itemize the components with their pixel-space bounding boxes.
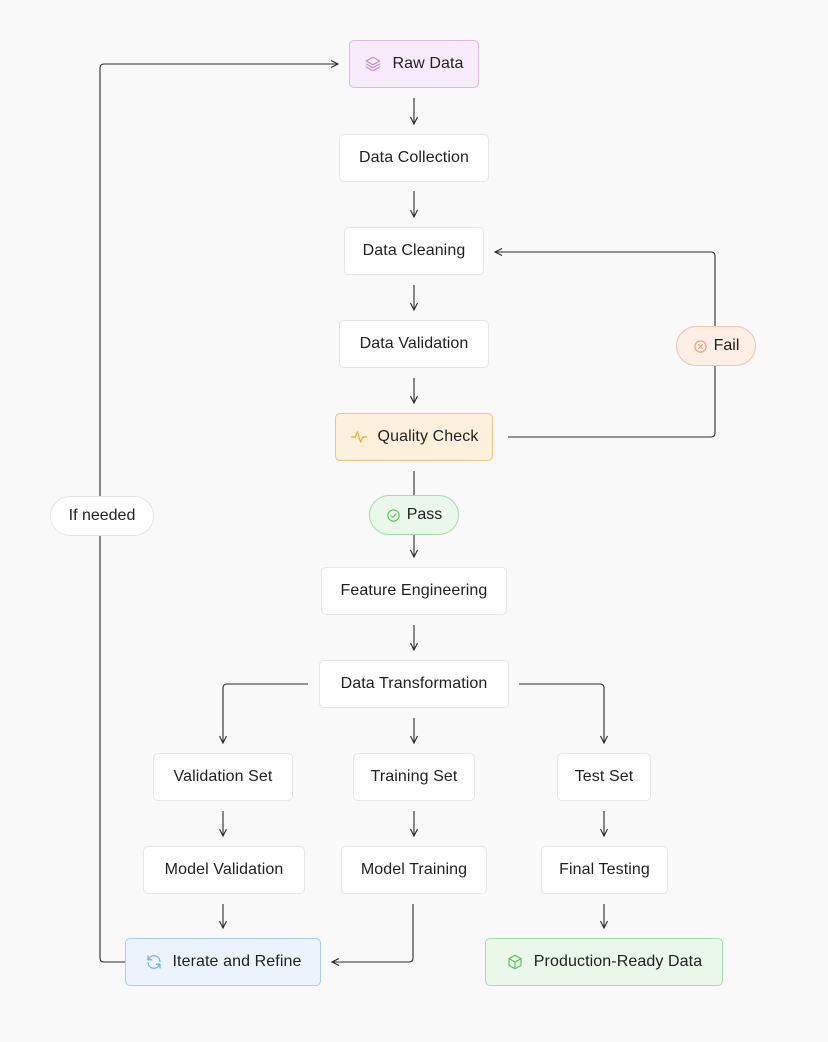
node-test-set-label: Test Set — [574, 768, 634, 785]
node-test-set[interactable]: Test Set — [557, 753, 651, 801]
node-feature-engineering-label: Feature Engineering — [340, 582, 488, 599]
edge-label-if-needed: If needed — [50, 496, 154, 536]
node-final-testing-label: Final Testing — [559, 861, 650, 878]
node-validation-set-label: Validation Set — [173, 768, 273, 785]
edge-label-if-needed-text: If needed — [68, 507, 136, 524]
node-quality-check[interactable]: Quality Check — [335, 413, 493, 461]
node-training-set-label: Training Set — [370, 768, 458, 785]
node-model-validation[interactable]: Model Validation — [143, 846, 305, 894]
node-production-ready-data-label: Production-Ready Data — [533, 953, 703, 970]
node-data-cleaning[interactable]: Data Cleaning — [344, 227, 484, 275]
edge-label-pass: Pass — [369, 495, 459, 535]
node-iterate-refine[interactable]: Iterate and Refine — [125, 938, 321, 986]
layers-icon — [364, 55, 382, 73]
node-validation-set[interactable]: Validation Set — [153, 753, 293, 801]
node-data-transformation[interactable]: Data Transformation — [319, 660, 509, 708]
refresh-icon — [145, 953, 163, 971]
node-production-ready-data[interactable]: Production-Ready Data — [485, 938, 723, 986]
package-icon — [506, 953, 524, 971]
node-final-testing[interactable]: Final Testing — [541, 846, 668, 894]
x-circle-icon — [693, 339, 708, 354]
node-iterate-refine-label: Iterate and Refine — [172, 953, 302, 970]
activity-icon — [350, 428, 368, 446]
node-training-set[interactable]: Training Set — [353, 753, 475, 801]
node-data-cleaning-label: Data Cleaning — [362, 242, 466, 259]
edge-label-pass-text: Pass — [406, 506, 443, 523]
node-quality-check-label: Quality Check — [377, 428, 479, 445]
node-data-validation-label: Data Validation — [359, 335, 469, 352]
node-raw-data[interactable]: Raw Data — [349, 40, 479, 88]
edge-model-training-to-iterate — [330, 904, 414, 966]
node-data-collection-label: Data Collection — [359, 149, 469, 166]
edge-transform-to-validation-set — [219, 683, 308, 745]
node-data-collection[interactable]: Data Collection — [339, 134, 489, 182]
node-data-transformation-label: Data Transformation — [340, 675, 488, 692]
node-data-validation[interactable]: Data Validation — [339, 320, 489, 368]
edge-transform-to-test-set — [519, 683, 608, 745]
node-model-validation-label: Model Validation — [164, 861, 284, 878]
node-feature-engineering[interactable]: Feature Engineering — [321, 567, 507, 615]
node-model-training[interactable]: Model Training — [341, 846, 487, 894]
node-model-training-label: Model Training — [360, 861, 468, 878]
edge-label-fail-text: Fail — [713, 337, 740, 354]
node-raw-data-label: Raw Data — [392, 55, 464, 72]
check-circle-icon — [386, 508, 401, 523]
edge-label-fail: Fail — [676, 326, 756, 366]
